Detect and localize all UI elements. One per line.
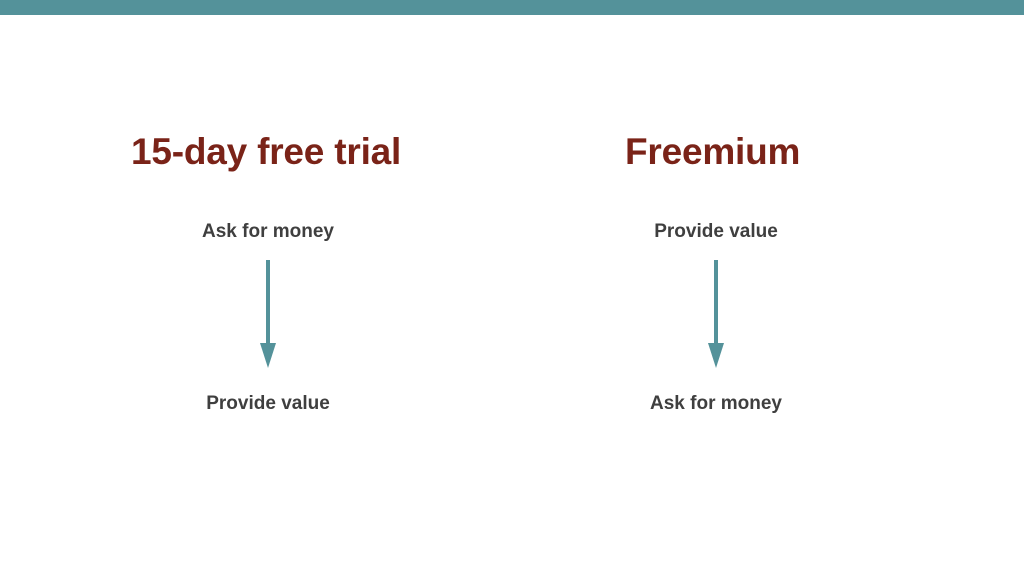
step-label-freemium-top: Provide value [654, 221, 778, 242]
step-label-freemium-bottom: Ask for money [650, 393, 782, 414]
column-heading-trial: 15-day free trial [131, 131, 402, 172]
column-trial: 15-day free trial Ask for money Provide … [131, 131, 402, 414]
arrow-down-icon [256, 260, 280, 370]
column-heading-freemium: Freemium [625, 131, 801, 172]
column-freemium: Freemium Provide value Ask for money [512, 0, 1024, 576]
step-label-trial-bottom: Provide value [206, 393, 330, 414]
top-accent-bar [0, 0, 1024, 15]
step-label-trial-top: Ask for money [202, 221, 334, 242]
arrow-down-icon [704, 260, 728, 370]
